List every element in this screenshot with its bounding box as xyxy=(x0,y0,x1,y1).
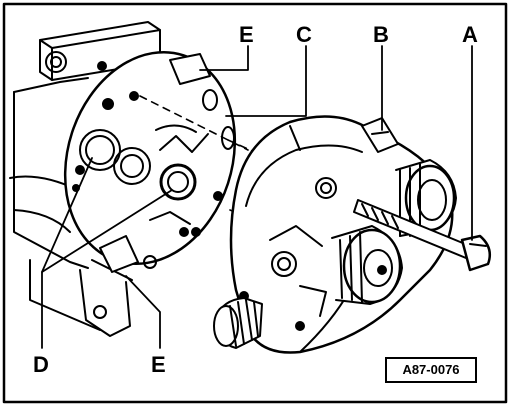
leader-lines xyxy=(41,45,473,349)
callout-c: C xyxy=(296,22,312,47)
reference-code-label: A87-0076 xyxy=(385,357,477,383)
callout-a: A xyxy=(462,22,478,47)
callout-b: B xyxy=(373,22,389,47)
front-head xyxy=(213,115,457,354)
callout-e-bottom: E xyxy=(151,352,166,377)
through-bolt xyxy=(353,199,491,272)
figure-border xyxy=(2,2,508,404)
callout-d: D xyxy=(33,352,49,377)
compressor-housing xyxy=(9,21,237,337)
callout-e-top: E xyxy=(239,22,254,47)
